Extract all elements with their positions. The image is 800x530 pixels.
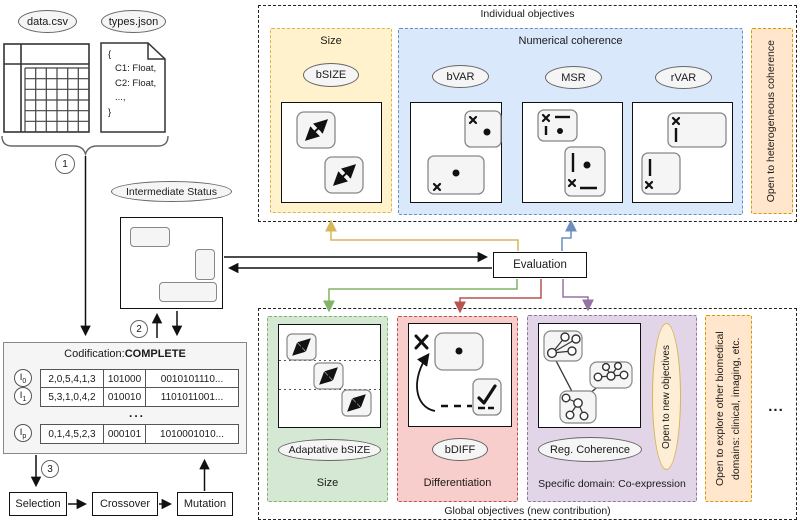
types-json-content: { C1: Float, C2: Float, ..., } (100, 48, 164, 120)
table-grid-icon (3, 43, 90, 133)
cell-perm: 0,1,4,5,2,3 (40, 424, 104, 444)
coexpression-network-icon (543, 330, 633, 424)
adaptative-bsize-badge: Adaptative bSIZE (278, 439, 381, 461)
step-2-badge: 2 (130, 320, 148, 338)
global-objectives-title: Global objectives (new contribution) (444, 505, 611, 517)
codification-title-mode: COMPLETE (124, 348, 186, 360)
individual-objectives-title: Individual objectives (480, 8, 575, 20)
open-new-objectives-text: Open to new objectives (661, 344, 672, 449)
codification-title: Codification: COMPLETE (3, 347, 247, 361)
json-line: { (108, 49, 112, 60)
open-biomedical-text: Open to explore other biomedical domains… (713, 331, 742, 486)
numerical-coherence-title: Numerical coherence (518, 34, 623, 47)
status-chunk (159, 282, 217, 302)
ip-text: Ip (19, 426, 27, 440)
individual-i1-badge: I1 (14, 387, 32, 405)
json-line: ..., (115, 92, 126, 104)
more-domains-ellipsis: ... (768, 397, 784, 415)
json-line: } (108, 106, 112, 118)
selection-box: Selection (9, 492, 67, 516)
cell-long: 0010101110... (145, 369, 239, 389)
reg-coherence-badge: Reg. Coherence (538, 437, 642, 462)
bvar-badge: bVAR (432, 65, 489, 88)
evaluation-box: Evaluation (493, 252, 587, 278)
data-csv-text: data.csv (27, 15, 68, 28)
cell-perm: 2,0,5,4,1,3 (40, 369, 104, 389)
open-heterogeneous-note: Open to heterogeneous coherence (751, 28, 793, 214)
adaptive-size-title: Size (316, 476, 339, 489)
cell-long: 1101011001... (145, 387, 239, 407)
data-csv-label: data.csv (18, 10, 77, 33)
json-document-icon (100, 42, 166, 133)
rvar-pattern-icon (641, 112, 727, 195)
open-new-objectives-badge: Open to new objectives (652, 323, 681, 470)
status-chunk (195, 249, 215, 280)
cell-long: 1010001010... (145, 424, 239, 444)
step-1-text: 1 (62, 158, 68, 170)
coexpression-title: Specific domain: Co-expression (538, 477, 686, 490)
cell-bits: 101000 (103, 369, 146, 389)
msr-badge: MSR (545, 66, 602, 89)
brace-icon (1, 135, 169, 157)
rvar-badge: rVAR (655, 66, 712, 89)
json-line: C2: Float, (115, 77, 157, 89)
diagonal-double-arrow-icon (296, 111, 364, 194)
crossover-box: Crossover (92, 492, 158, 516)
types-json-label: types.json (101, 10, 166, 33)
table-row: 0,1,4,5,2,3 000101 1010001010... (40, 424, 239, 444)
step-1-badge: 1 (55, 154, 75, 174)
step-3-badge: 3 (41, 460, 59, 478)
individual-ip-badge: Ip (14, 424, 32, 442)
cell-bits: 000101 (103, 424, 146, 444)
status-chunk (130, 227, 170, 247)
individual-i0-badge: I0 (14, 369, 32, 387)
msr-pattern-icon (537, 109, 606, 197)
json-line: C1: Float, (115, 63, 157, 75)
intermediate-status-label: Intermediate Status (111, 181, 232, 202)
i0-text: I0 (19, 371, 27, 385)
step-2-text: 2 (136, 323, 142, 335)
bsize-badge: bSIZE (303, 63, 359, 87)
bvar-pattern-icon (427, 110, 502, 195)
size-panel-title: Size (320, 34, 342, 47)
codification-title-prefix: Codification: (64, 348, 125, 360)
i1-text: I1 (19, 389, 27, 403)
mutation-box: Mutation (177, 492, 233, 516)
types-json-text: types.json (108, 15, 159, 28)
adaptive-size-icon (279, 333, 380, 417)
table-row: 2,0,5,4,1,3 101000 0010101110... (40, 369, 239, 389)
rows-ellipsis: ... (128, 406, 145, 420)
bdiff-badge: bDIFF (432, 438, 488, 461)
intermediate-status-box (120, 217, 223, 309)
open-biomedical-note: Open to explore other biomedical domains… (705, 315, 752, 502)
differentiation-title: Differentiation (423, 476, 492, 489)
intermediate-status-text: Intermediate Status (125, 185, 218, 198)
table-row: 5,3,1,0,4,2 010010 1101011001... (40, 387, 239, 407)
bdiff-pattern-icon (414, 332, 502, 416)
open-heterogeneous-text: Open to heterogeneous coherence (765, 39, 778, 203)
step-3-text: 3 (47, 463, 53, 475)
